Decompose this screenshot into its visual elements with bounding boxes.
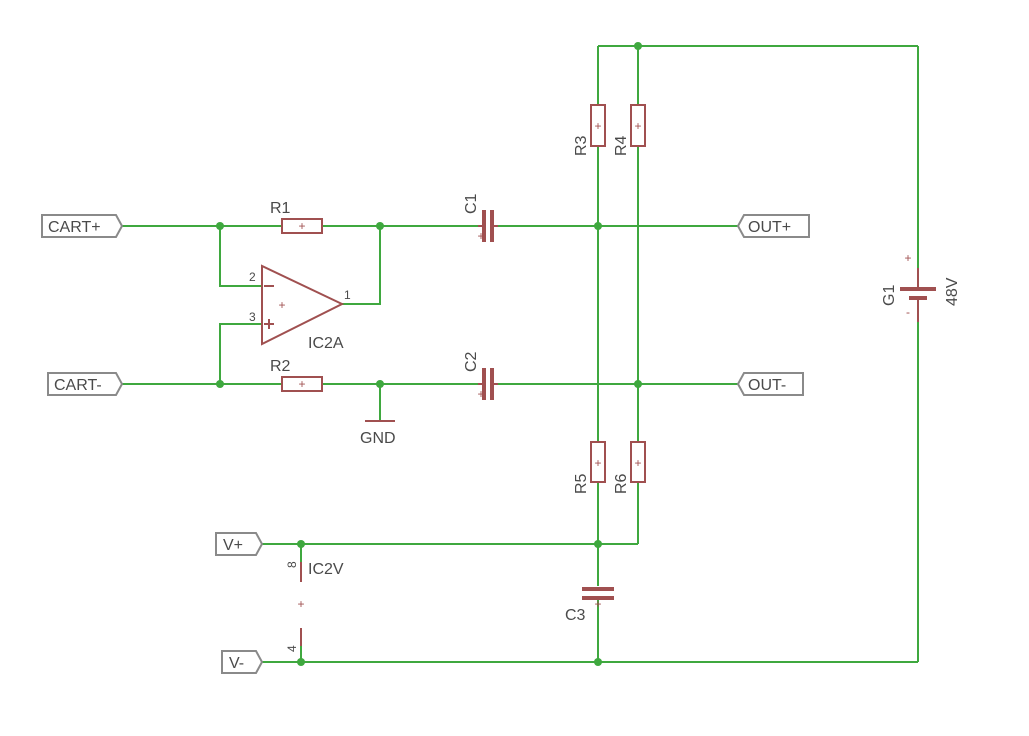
wire-noninv-input	[219, 323, 262, 384]
svg-text:+: +	[297, 597, 304, 611]
ground-symbol: GND	[360, 420, 396, 447]
junction-dot	[634, 42, 642, 50]
ic2v-pin-8: 8	[285, 561, 299, 568]
battery-g1: + - G1 48V	[881, 251, 961, 322]
ic2a-pin-3: 3	[249, 310, 256, 324]
svg-text:+: +	[594, 119, 601, 133]
capacitor-c3: + C3	[565, 587, 614, 624]
port-out-minus-label: OUT-	[748, 377, 786, 394]
junction-dot	[216, 222, 224, 230]
port-cart-minus: CART-	[47, 372, 124, 396]
ic2a-label: IC2A	[308, 335, 344, 352]
svg-text:+: +	[298, 377, 305, 391]
r6-label: R6	[613, 473, 630, 494]
wires	[122, 45, 919, 663]
junction-dot	[216, 380, 224, 388]
resistor-r2: + R2	[270, 358, 323, 392]
c2-label: C2	[463, 351, 480, 372]
wire-inv-input	[219, 226, 262, 287]
ic2a-pin-1: 1	[344, 288, 351, 302]
capacitor-c2: + C2	[463, 351, 498, 401]
junction-dot	[376, 222, 384, 230]
port-out-minus: OUT-	[736, 372, 804, 396]
svg-text:+: +	[904, 251, 911, 265]
svg-text:+: +	[594, 597, 601, 611]
r4-label: R4	[613, 135, 630, 156]
junction-dot	[594, 658, 602, 666]
svg-text:+: +	[634, 119, 641, 133]
svg-text:+: +	[594, 456, 601, 470]
r1-label: R1	[270, 200, 291, 217]
resistor-r4: + R4	[613, 104, 646, 156]
junction-dot	[297, 658, 305, 666]
port-v-minus: V-	[221, 650, 264, 674]
svg-text:-: -	[906, 305, 910, 319]
svg-text:+: +	[278, 298, 285, 312]
resistor-r5: + R5	[573, 441, 606, 494]
port-cart-plus: CART+	[41, 214, 124, 238]
junction-dot	[594, 222, 602, 230]
svg-text:+: +	[477, 387, 484, 401]
port-v-minus-label: V-	[229, 655, 244, 672]
port-out-plus: OUT+	[736, 214, 810, 238]
ic2a-pin-2: 2	[249, 270, 256, 284]
power-unit-ic2v: + 8 4 IC2V	[285, 561, 344, 652]
capacitor-c1: + C1	[463, 193, 498, 243]
gnd-label: GND	[360, 430, 396, 447]
junction-dot	[297, 540, 305, 548]
ic2v-pin-4: 4	[285, 645, 299, 652]
port-cart-minus-label: CART-	[54, 377, 102, 394]
junction-dot	[634, 380, 642, 388]
opamp-ic2a: + 2 3 1 IC2A	[249, 264, 351, 352]
c3-label: C3	[565, 607, 586, 624]
port-out-plus-label: OUT+	[748, 219, 791, 236]
junction-dot	[594, 540, 602, 548]
resistor-r1: + R1	[270, 200, 323, 234]
ic2v-label: IC2V	[308, 561, 344, 578]
g1-label: G1	[881, 285, 898, 306]
svg-text:+: +	[634, 456, 641, 470]
wire-feedback	[342, 226, 381, 305]
r2-label: R2	[270, 358, 291, 375]
port-cart-plus-label: CART+	[48, 219, 101, 236]
svg-text:+: +	[298, 219, 305, 233]
port-v-plus: V+	[215, 532, 264, 556]
c1-label: C1	[463, 193, 480, 214]
resistor-r6: + R6	[613, 441, 646, 494]
r5-label: R5	[573, 473, 590, 494]
resistor-r3: + R3	[573, 104, 606, 156]
g1-value: 48V	[944, 277, 961, 306]
svg-text:+: +	[477, 229, 484, 243]
port-v-plus-label: V+	[223, 537, 243, 554]
junction-dot	[376, 380, 384, 388]
r3-label: R3	[573, 135, 590, 156]
junctions	[216, 42, 642, 666]
